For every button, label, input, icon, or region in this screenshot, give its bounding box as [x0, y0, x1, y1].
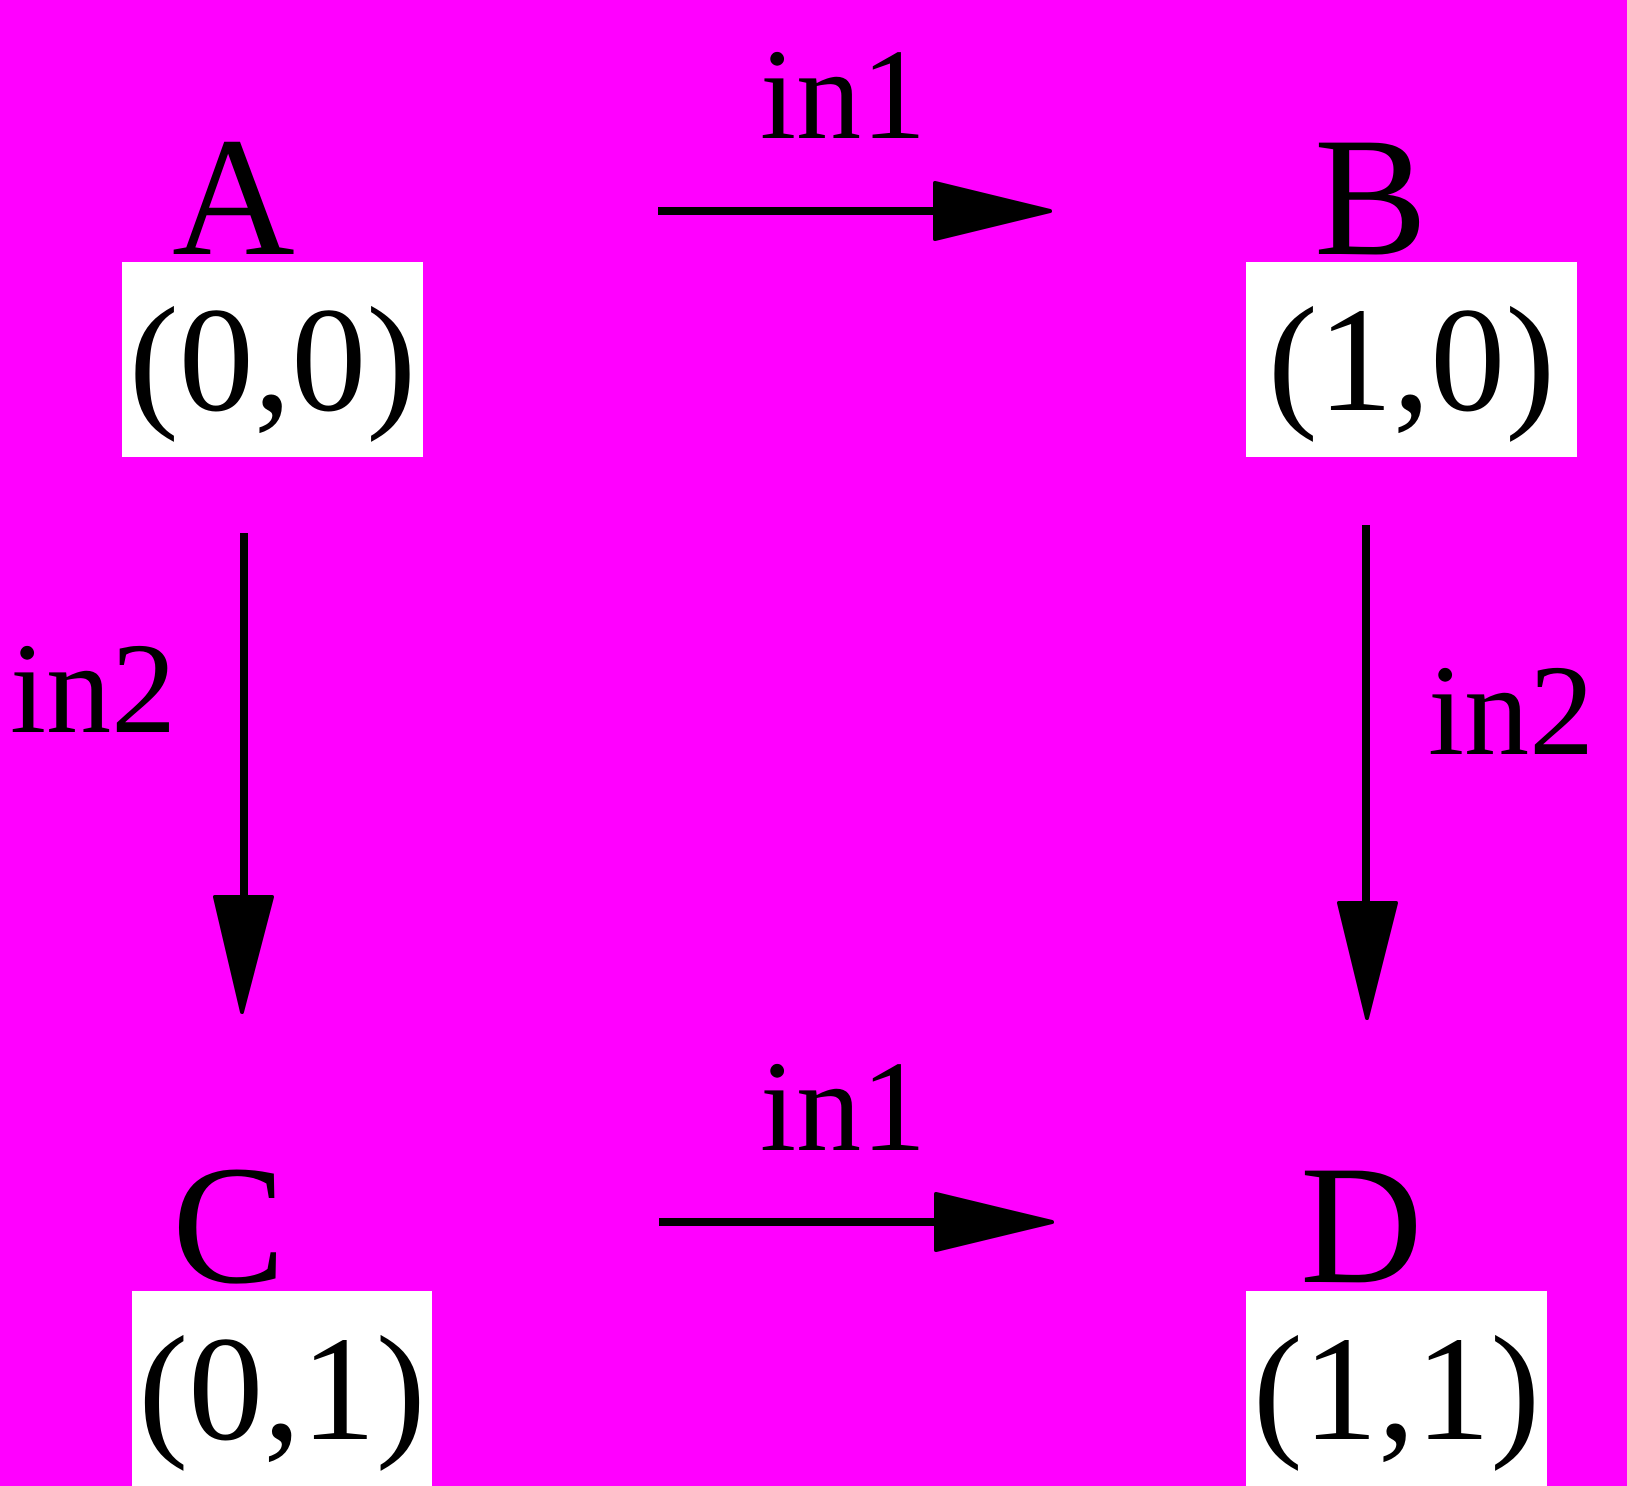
state-a-name: A — [172, 103, 295, 291]
edge-label-a-to-b: in1 — [760, 23, 927, 167]
state-d-name: D — [1300, 1131, 1423, 1319]
edge-label-a-to-c: in2 — [10, 617, 177, 761]
arrow-b-to-d — [1337, 525, 1398, 1020]
state-b-name: B — [1314, 103, 1428, 291]
arrow-a-to-c — [213, 533, 274, 1014]
edge-label-c-to-d: in1 — [760, 1035, 927, 1179]
edge-label-b-to-d: in2 — [1428, 639, 1595, 783]
state-b-value-box: (1,0) — [1246, 262, 1577, 457]
state-c-name: C — [172, 1131, 286, 1319]
state-c-value-box: (0,1) — [132, 1291, 432, 1486]
state-a-value-box: (0,0) — [122, 262, 423, 457]
arrow-c-to-d — [659, 1192, 1054, 1252]
state-d-value-box: (1,1) — [1246, 1291, 1547, 1486]
arrow-a-to-b — [658, 181, 1052, 241]
